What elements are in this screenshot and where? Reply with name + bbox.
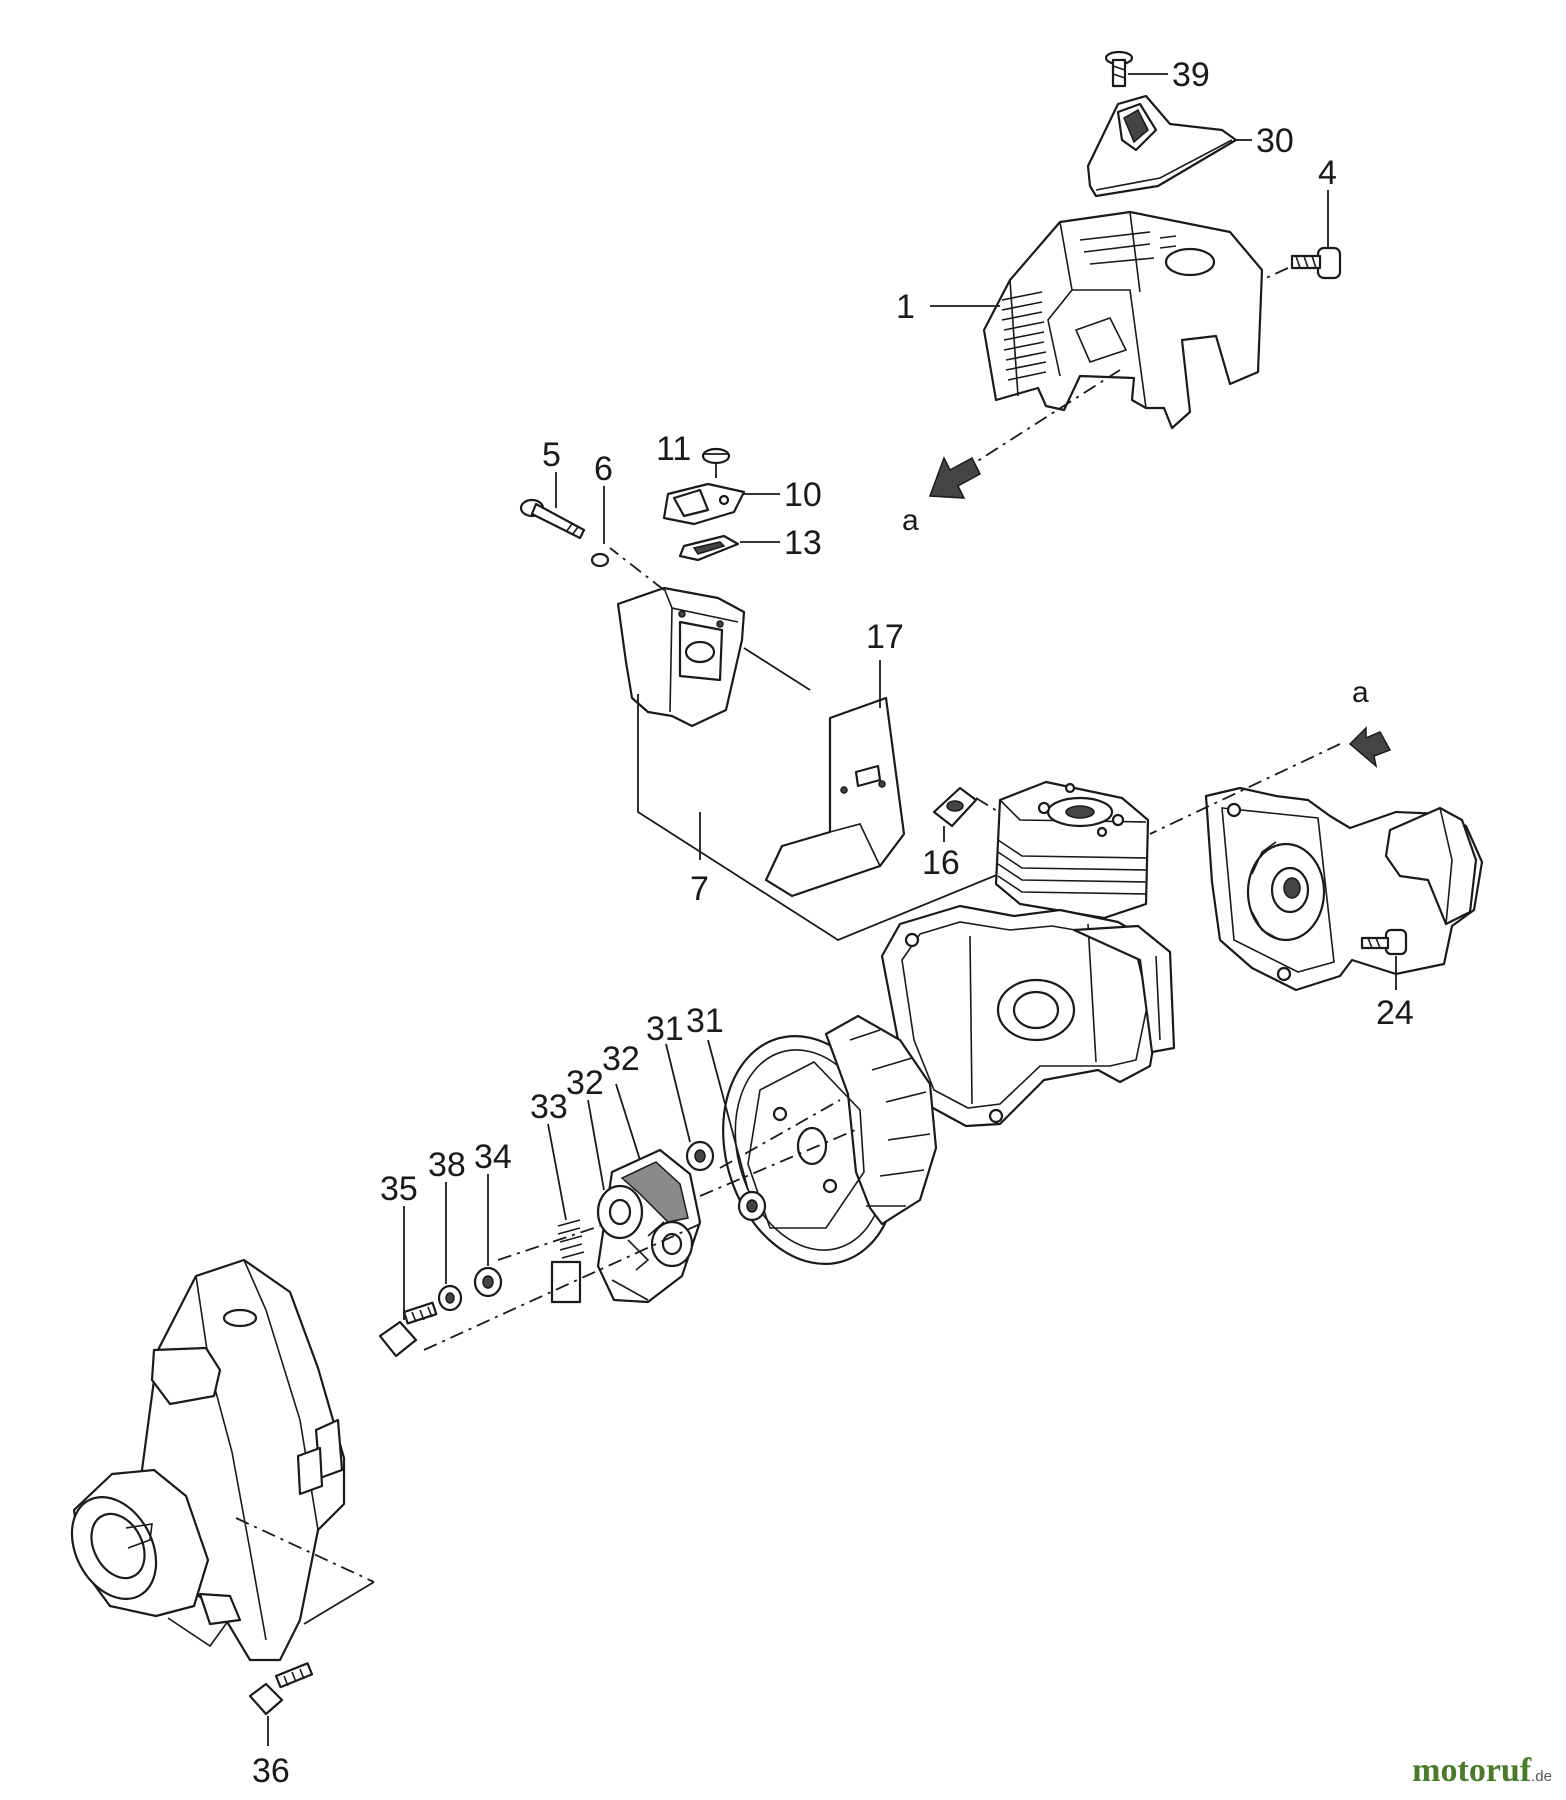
label-17: 17: [866, 618, 904, 656]
label-33: 33: [530, 1088, 568, 1126]
label-1: 1: [896, 288, 915, 326]
recoil-starter: [1149, 743, 1484, 992]
label-16: 16: [922, 844, 960, 882]
part-13-gasket: [678, 534, 780, 562]
label-7: 7: [690, 870, 709, 908]
part-7-muffler: [609, 547, 1005, 942]
part-34-washer: [473, 1174, 503, 1298]
label-6: 6: [594, 450, 613, 488]
part-16-gasket: [932, 786, 1003, 842]
label-32-lower: 32: [566, 1064, 604, 1102]
label-30: 30: [1256, 122, 1294, 160]
flywheel: [699, 1014, 938, 1265]
part-30-cover-cap: [1086, 94, 1252, 198]
direction-arrow-a-right: [1348, 726, 1392, 768]
label-10: 10: [784, 476, 822, 514]
brand-name: motoruf: [1412, 1752, 1532, 1789]
part-35-bolt: [378, 1206, 701, 1358]
part-10-muffler-cover: [662, 482, 780, 526]
label-34: 34: [474, 1138, 512, 1176]
direction-arrow-a-top: [928, 456, 981, 499]
label-13: 13: [784, 524, 822, 562]
clutch-housing: [70, 1258, 375, 1662]
engine-crankcase-cylinder: [880, 780, 1176, 1128]
label-5: 5: [542, 436, 561, 474]
part-31-washer-lower: [707, 1039, 767, 1222]
part-6-washer: [590, 486, 610, 568]
part-11-screw: [701, 447, 731, 478]
label-39: 39: [1172, 56, 1210, 94]
marker-a-top: a: [902, 504, 919, 537]
label-35: 35: [380, 1170, 418, 1208]
part-4-bolt: [1239, 190, 1342, 291]
label-38: 38: [428, 1146, 466, 1184]
marker-a-right: a: [1352, 676, 1369, 709]
part-39-screw: [1104, 50, 1168, 88]
part-31-washer-upper: [665, 1043, 715, 1172]
label-24: 24: [1376, 994, 1414, 1032]
part-32-clutch-assembly: [587, 1083, 702, 1304]
part-5-long-bolt: [519, 472, 586, 540]
part-36-bolt: [248, 1662, 314, 1746]
brand-tld: .de: [1531, 1768, 1552, 1785]
part-38-washer: [437, 1182, 463, 1312]
label-4: 4: [1318, 154, 1337, 192]
label-32-upper: 32: [602, 1040, 640, 1078]
part-17-heat-shield: [764, 660, 906, 898]
brand-watermark: motoruf.de: [1412, 1752, 1552, 1790]
label-31-lower: 31: [686, 1002, 724, 1040]
label-36: 36: [252, 1752, 290, 1790]
label-31-upper: 31: [646, 1010, 684, 1048]
part-1-engine-cover: [930, 210, 1264, 463]
part-24-bolt: [1360, 928, 1408, 990]
part-33-spring: [497, 1123, 601, 1304]
cover-grille: [1001, 291, 1047, 381]
label-11: 11: [656, 430, 691, 468]
